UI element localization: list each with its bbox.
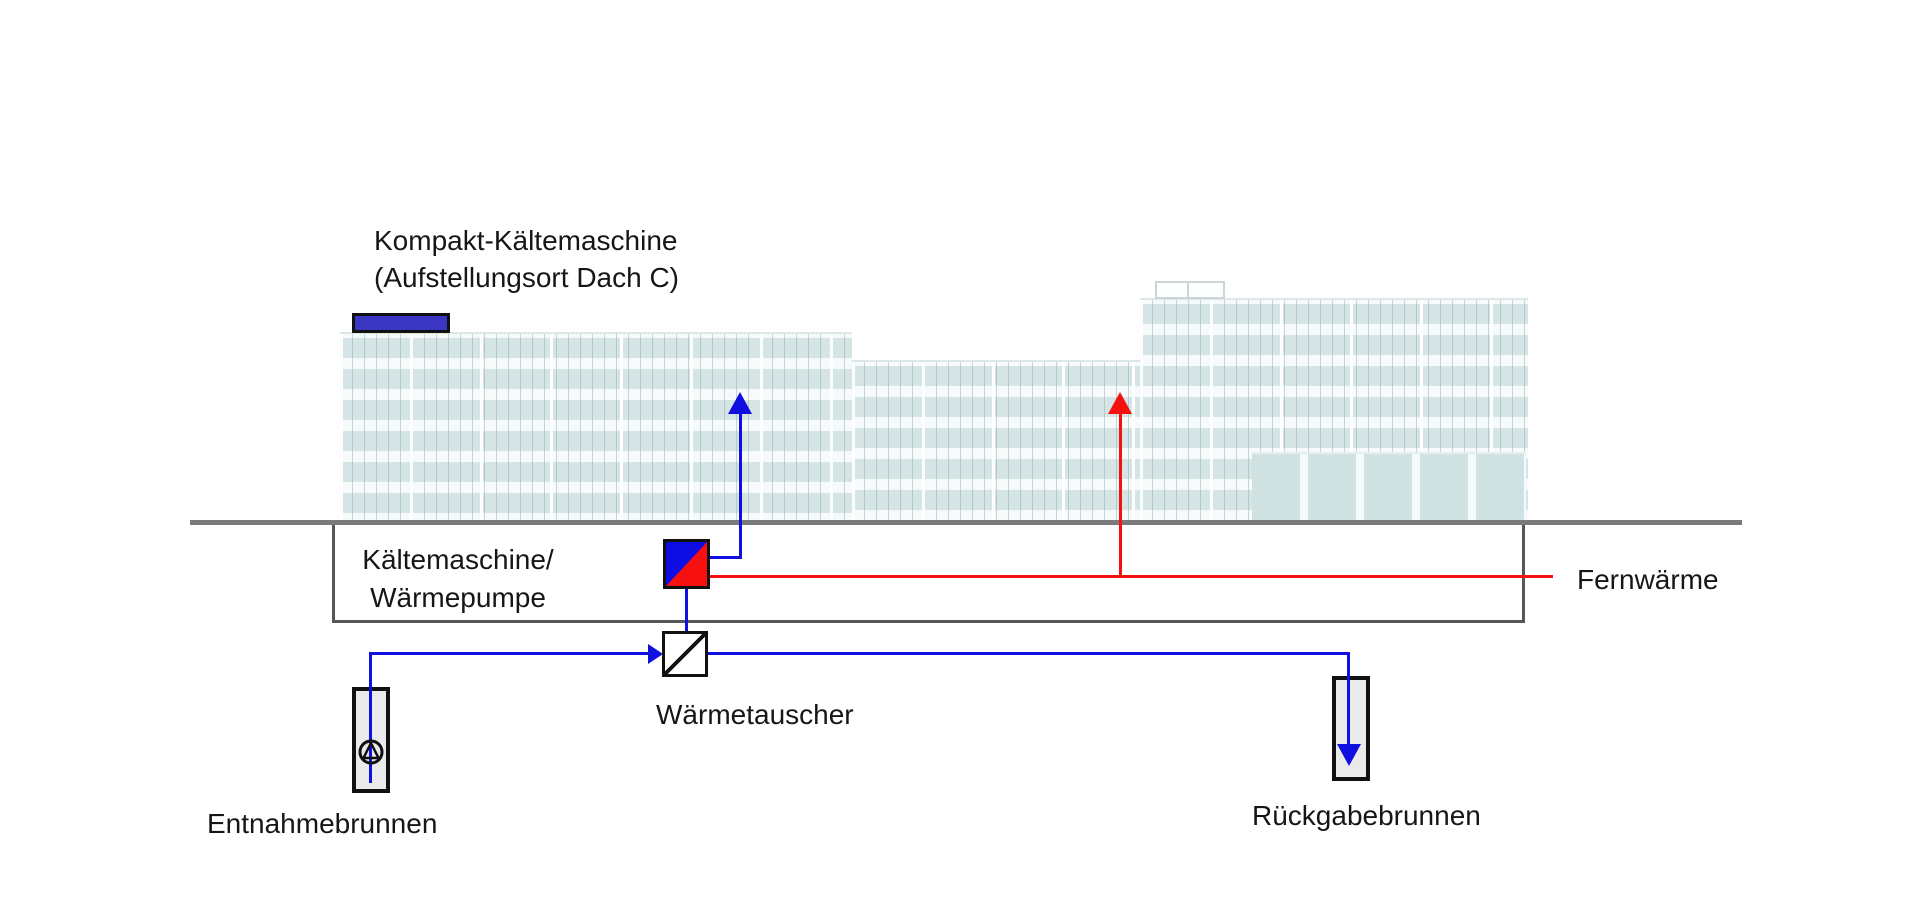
extraction-well-label: Entnahmebrunnen: [207, 808, 438, 839]
chiller-heat-pump-symbol: [663, 539, 710, 589]
pipe-heat-exchanger-to-return-well: [708, 652, 1349, 655]
pipe-cold-supply-riser: [739, 413, 742, 559]
return-well: [1332, 676, 1370, 781]
building-penthouse: [1155, 281, 1225, 299]
rooftop-unit-label-line2: (Aufstellungsort Dach C): [374, 262, 680, 293]
rooftop-chiller-unit: [352, 313, 450, 333]
building-facade-middle-section: [852, 360, 1140, 524]
arrow-down-return-well-icon: [1337, 744, 1361, 766]
pipe-return-well-drop: [1347, 652, 1350, 745]
rooftop-unit-label: Kompakt-Kältemaschine (Aufstellungsort D…: [374, 222, 679, 296]
machine-room-label-line1: Kältemaschine/: [362, 544, 554, 575]
pipe-well-to-heat-exchanger: [369, 652, 650, 655]
pipe-district-heating-main: [710, 575, 1553, 578]
pump-icon: [358, 739, 384, 765]
machine-room-box: [332, 525, 1525, 623]
pipe-chiller-cold-out: [710, 556, 742, 559]
arrow-up-heat-supply-icon: [1108, 392, 1132, 414]
pipe-heat-supply-riser: [1119, 413, 1122, 578]
machine-room-label: Kältemaschine/ Wärmepumpe: [348, 541, 568, 617]
return-well-label: Rückgabebrunnen: [1252, 800, 1481, 831]
rooftop-unit-label-line1: Kompakt-Kältemaschine: [374, 225, 678, 256]
heat-exchanger-symbol: [662, 631, 708, 677]
district-heating-label: Fernwärme: [1577, 564, 1719, 595]
arrow-right-into-heat-exchanger-icon: [648, 644, 663, 664]
arrow-up-cold-supply-icon: [728, 392, 752, 414]
penthouse-divider: [1186, 283, 1189, 297]
heat-exchanger-label: Wärmetauscher: [656, 699, 854, 730]
building-facade-left-section: [340, 332, 852, 524]
pipe-heat-exchanger-to-chiller: [685, 589, 688, 632]
machine-room-label-line2: Wärmepumpe: [370, 582, 546, 613]
pipe-extraction-well-riser: [369, 652, 372, 783]
ground-line: [190, 520, 1742, 525]
building-ground-floor-glazing: [1252, 452, 1526, 524]
